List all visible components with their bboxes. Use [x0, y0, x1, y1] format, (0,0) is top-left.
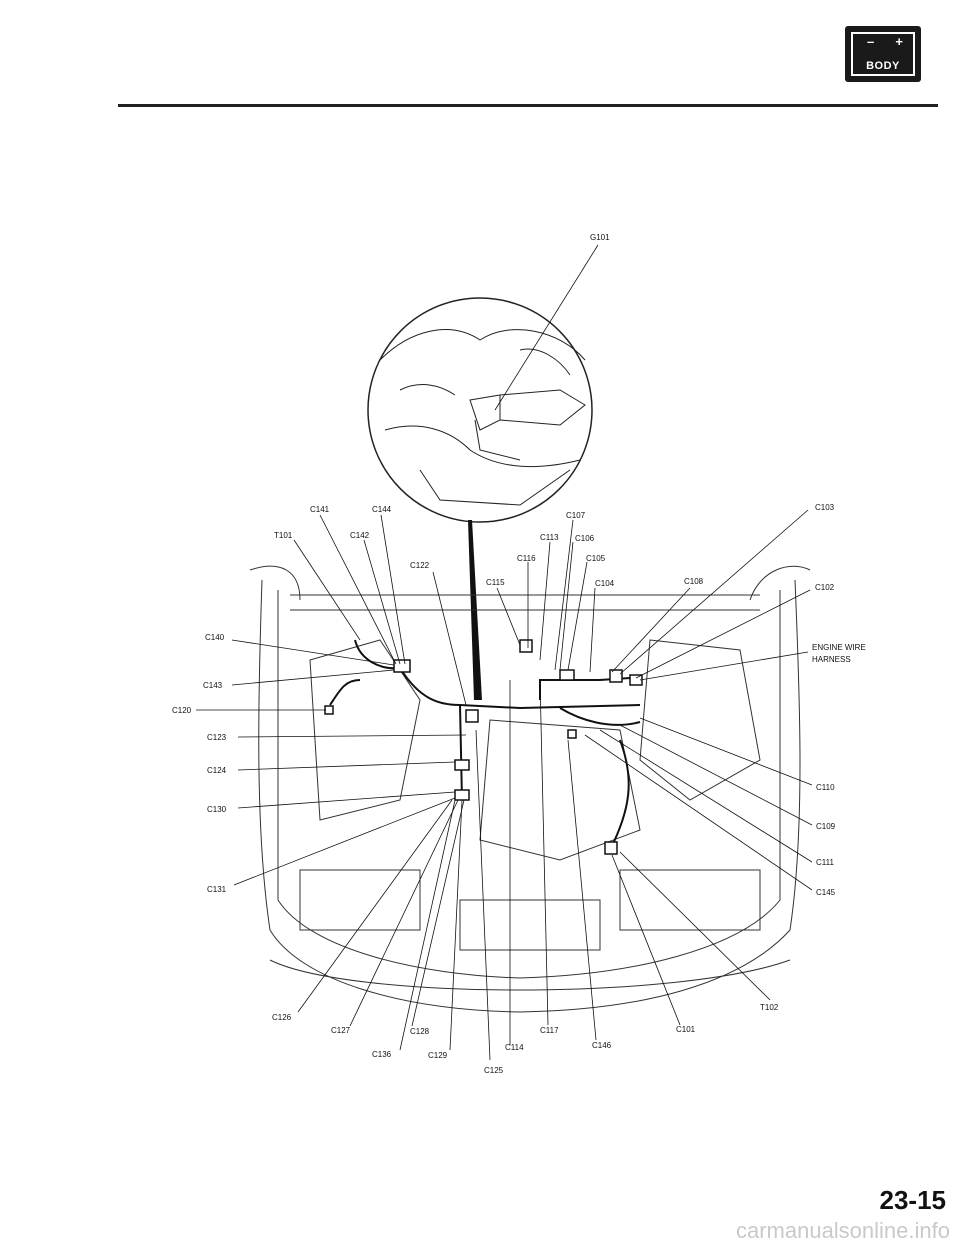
page-number: 23-15	[879, 1185, 947, 1215]
header-divider	[118, 104, 938, 107]
label-c126: C126	[272, 1013, 292, 1022]
battery-icon: – + BODY	[851, 32, 915, 76]
label-c130: C130	[207, 805, 227, 814]
battery-plus-sign: +	[895, 34, 903, 49]
label-t101: T101	[274, 531, 293, 540]
label-c129: C129	[428, 1051, 448, 1060]
section-label: BODY	[866, 60, 900, 72]
label-c127: C127	[331, 1026, 351, 1035]
label-t102: T102	[760, 1003, 779, 1012]
label-c145: C145	[816, 888, 836, 897]
label-c144: C144	[372, 505, 392, 514]
label-c122: C122	[410, 561, 430, 570]
label-c111: C111	[816, 858, 834, 867]
label-c136: C136	[372, 1050, 392, 1059]
connectors	[324, 639, 643, 855]
watermark: carmanualsonline.info	[735, 1218, 950, 1243]
label-harness: HARNESS	[812, 655, 851, 664]
label-c109: C109	[816, 822, 836, 831]
label-c116: C116	[517, 554, 536, 563]
battery-minus-sign: –	[867, 34, 875, 49]
label-c114: C114	[505, 1043, 524, 1052]
label-c110: C110	[816, 783, 835, 792]
label-c123: C123	[207, 733, 227, 742]
label-c115: C115	[486, 578, 505, 587]
label-c120: C120	[172, 706, 192, 715]
label-engine-wire: ENGINE WIRE	[812, 643, 866, 652]
car-body-outline	[249, 565, 811, 1013]
label-c106: C106	[575, 534, 595, 543]
label-c142: C142	[350, 531, 370, 540]
label-g101: G101	[590, 233, 610, 242]
label-c146: C146	[592, 1041, 612, 1050]
label-c108: C108	[684, 577, 704, 586]
label-c101: C101	[676, 1025, 696, 1034]
label-c107: C107	[566, 511, 586, 520]
label-c103: C103	[815, 503, 835, 512]
label-c117: C117	[540, 1026, 559, 1035]
label-c128: C128	[410, 1027, 430, 1036]
label-c143: C143	[203, 681, 223, 690]
leader-lines	[196, 244, 813, 1061]
label-c140: C140	[205, 633, 225, 642]
g101-detail-view	[367, 297, 593, 523]
label-c124: C124	[207, 766, 227, 775]
label-c125: C125	[484, 1066, 504, 1075]
label-c141: C141	[310, 505, 330, 514]
label-c105: C105	[586, 554, 606, 563]
label-c104: C104	[595, 579, 615, 588]
label-c131: C131	[207, 885, 227, 894]
label-c113: C113	[540, 533, 559, 542]
label-c102: C102	[815, 583, 835, 592]
connector-labels: G101 C141 C144 T101 C142 C122 C107 C113 …	[172, 233, 866, 1075]
body-section-badge: – + BODY	[845, 26, 921, 82]
